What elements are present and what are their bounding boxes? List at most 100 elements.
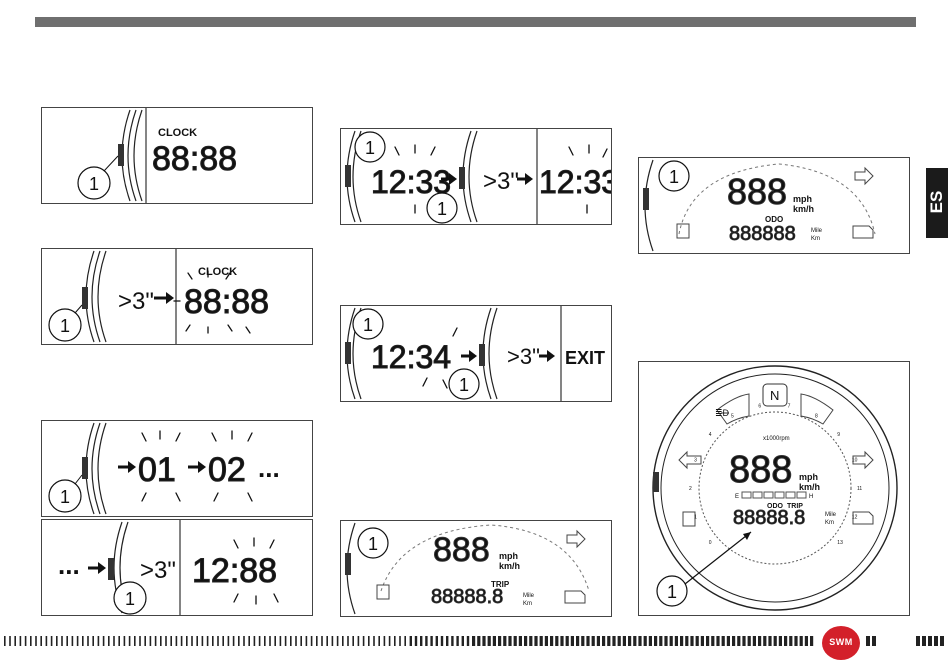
clock-digits: 88:88 [152, 140, 237, 178]
panel-clock-display-art: CLOCK 88:88 1 [42, 108, 312, 203]
rpm-label: x1000rpm [763, 436, 790, 442]
left-turn-icon [679, 452, 701, 468]
clock-label: CLOCK [158, 127, 197, 139]
panel-hour-cycle-art: 01 02 ... 1 [42, 421, 312, 516]
rpm-scale-label: 3 [694, 457, 697, 463]
rpm-scale-label: 0 [709, 540, 712, 546]
rpm-scale-label: 4 [709, 432, 712, 438]
mode-button-icon [82, 287, 88, 309]
callout-number: 1 [437, 199, 447, 219]
hour-value-second: 02 [208, 451, 246, 489]
mode-button-icon [108, 558, 114, 580]
fuel-full-label: H [809, 494, 813, 500]
rpm-scale-label: 10 [852, 457, 858, 463]
headlight-icon: ≣D [715, 408, 730, 418]
callout-number: 1 [669, 167, 679, 187]
panel-minutes-set: 12:33 >3" 12:33 1 1 [340, 128, 612, 225]
odometer-digits: 888888 [729, 223, 796, 245]
speed-unit-top: mph [793, 194, 812, 204]
panel-odo-display-art: 888 mph km/h ODO 888888 Mile Km 1 [639, 158, 909, 253]
speed-unit-bottom: km/h [499, 561, 520, 571]
mode-button-icon [643, 188, 649, 210]
panel-minutes-confirm: 12:34 >3" EXIT 1 1 [340, 305, 612, 402]
dashboard-art: N ≣D x1000rpm 888 mph km/h E H ODO TRIP … [639, 362, 909, 615]
hold-label: >3" [118, 288, 154, 315]
odometer-unit-bottom: Km [825, 520, 834, 526]
callout-number: 1 [368, 534, 378, 554]
mode-button-icon [345, 165, 351, 187]
speed-digits: 888 [433, 531, 490, 569]
speed-digits: 888 [729, 449, 792, 491]
fuel-empty-label: E [735, 494, 739, 500]
mode-button-icon [82, 457, 88, 479]
panel-hour-confirm-art: ... >3" 12:88 1 [42, 520, 312, 615]
engine-icon [565, 591, 585, 603]
clock-label: CLOCK [198, 266, 237, 278]
clock-digits-after: 12:33 [539, 164, 611, 200]
hold-label: >3" [507, 344, 540, 369]
odometer-unit-top: Mile [825, 512, 837, 518]
right-turn-icon [567, 531, 585, 547]
hour-value-first: 01 [138, 451, 176, 489]
indicator-segment [801, 394, 833, 424]
right-turn-icon [855, 168, 873, 184]
rpm-scale-label: 9 [837, 432, 840, 438]
panel-trip-display: 888 mph km/h TRIP 88888.8 Mile Km 1 [340, 520, 612, 617]
odometer-unit-bottom: Km [811, 236, 820, 242]
odometer-unit-top: Mile [811, 228, 823, 234]
footer-tick-strip [0, 630, 950, 654]
rpm-scale-label: 13 [837, 540, 843, 546]
hold-label: >3" [140, 557, 176, 584]
continue-dots: ... [258, 453, 280, 483]
header-bar [35, 17, 916, 27]
odometer-unit-bottom: Km [523, 601, 532, 607]
rpm-scale-label: 7 [788, 403, 791, 409]
speed-unit-top: mph [499, 551, 518, 561]
panel-odo-display: 888 mph km/h ODO 888888 Mile Km 1 [638, 157, 910, 254]
callout-number: 1 [363, 315, 373, 335]
engine-icon [853, 226, 873, 238]
fuel-icon [677, 224, 689, 238]
panel-clock-enter: >3" CLOCK 88:88 1 [41, 248, 313, 345]
clock-digits: 12:88 [192, 552, 277, 590]
hold-label: >3" [483, 168, 519, 195]
odometer-digits: 88888.8 [431, 586, 503, 608]
mode-button-icon [118, 144, 124, 166]
fuel-gauge: E H [735, 492, 813, 500]
odometer-unit-top: Mile [523, 593, 535, 599]
rpm-scale-label: 2 [689, 486, 692, 492]
panel-clock-enter-art: >3" CLOCK 88:88 1 [42, 249, 312, 344]
brand-logo-text: SWM [822, 637, 860, 647]
callout-number: 1 [89, 174, 99, 194]
language-tab: ES [926, 168, 948, 238]
speed-unit-top: mph [799, 472, 818, 482]
rpm-scale-label: 8 [815, 413, 818, 419]
speed-unit-bottom: km/h [793, 204, 814, 214]
rpm-scale-label: 5 [731, 413, 734, 419]
panel-minutes-set-art: 12:33 >3" 12:33 1 1 [341, 129, 611, 224]
fuel-icon [377, 585, 389, 599]
panel-trip-display-art: 888 mph km/h TRIP 88888.8 Mile Km 1 [341, 521, 611, 616]
lead-dots: ... [58, 550, 80, 580]
callout-number: 1 [60, 487, 70, 507]
callout-number: 1 [667, 582, 677, 602]
odometer-digits: 88888.8 [733, 507, 805, 529]
speed-unit-bottom: km/h [799, 482, 820, 492]
brand-logo: SWM [822, 626, 860, 660]
rpm-scale-label: 11 [857, 486, 862, 492]
callout-number: 1 [365, 138, 375, 158]
mode-button-icon [653, 472, 659, 492]
neutral-label: N [770, 388, 779, 403]
callout-leader [685, 532, 751, 584]
panel-full-dashboard: N ≣D x1000rpm 888 mph km/h E H ODO TRIP … [638, 361, 910, 616]
mode-button-icon [459, 167, 465, 189]
language-tab-label: ES [927, 179, 947, 225]
mode-button-icon [479, 344, 485, 366]
rpm-scale-label: 6 [758, 403, 761, 409]
callout-number: 1 [60, 316, 70, 336]
mode-button-icon [345, 553, 351, 575]
panel-clock-display: CLOCK 88:88 1 [41, 107, 313, 204]
callout-number: 1 [459, 375, 469, 395]
rpm-scale-label: 12 [852, 515, 858, 521]
callout-number: 1 [125, 589, 135, 609]
